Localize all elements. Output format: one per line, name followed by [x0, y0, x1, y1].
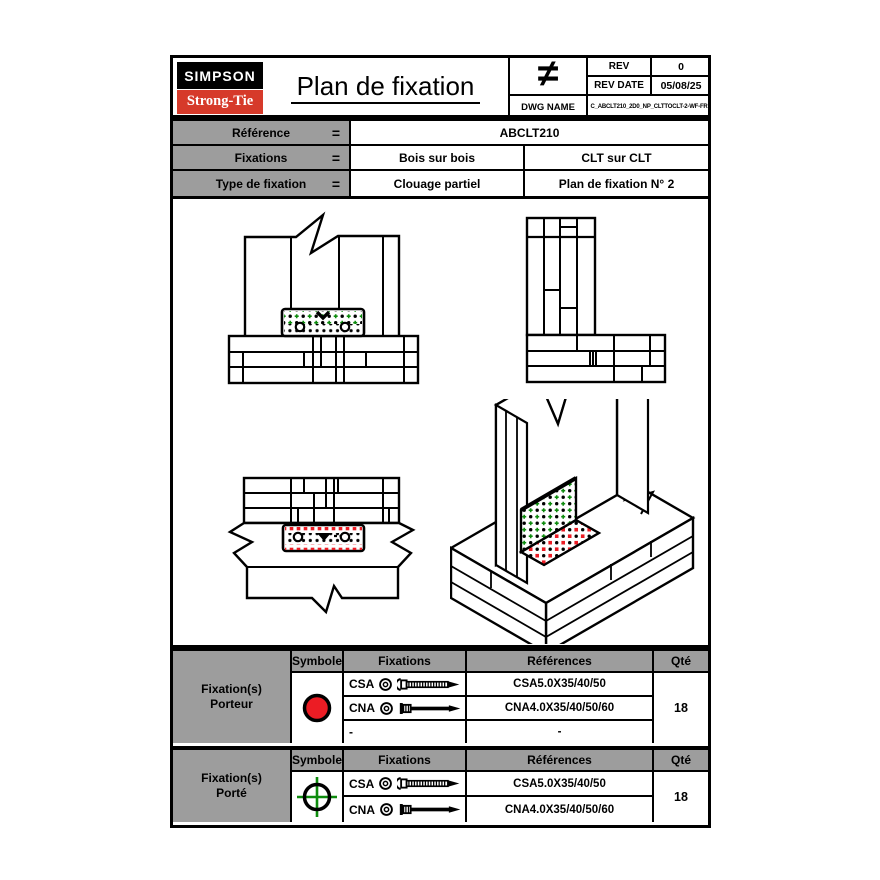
angle-bracket-front	[280, 307, 366, 338]
porte-row-csa-fixation: CSA	[344, 772, 467, 797]
info-row-type: Type de fixation = Clouage partiel Plan …	[173, 171, 708, 196]
reference-label-cell: Référence =	[173, 121, 351, 144]
rev-date-value: 05/08/25	[652, 77, 710, 96]
cna-nail-icon	[399, 804, 461, 815]
equals-sign: =	[331, 149, 340, 166]
simpson-strongtie-logo: SIMPSON Strong-Tie	[177, 61, 263, 114]
revision-block: ≠ REV 0 REV DATE 05/08/25 DWG NAME C_ABC…	[508, 58, 710, 118]
nail-head-icon	[380, 701, 393, 715]
fixations-header: Fixations	[344, 651, 467, 673]
references-header: Références	[467, 750, 654, 772]
nail-head-icon	[380, 803, 393, 816]
reference-value: ABCLT210	[499, 125, 560, 140]
fastener-code: CSA	[349, 776, 375, 791]
drawing-views-area	[173, 196, 708, 648]
porte-qty-value: 18	[674, 790, 688, 804]
logo-simpson-text: SIMPSON	[177, 61, 263, 89]
porte-label-line2: Porté	[216, 786, 247, 800]
floor-panel-outline	[242, 476, 401, 525]
front-view-drawing	[227, 211, 420, 385]
references-header: Références	[467, 651, 654, 673]
porteur-label-line1: Fixation(s)	[201, 682, 262, 696]
title-block-left: SIMPSON Strong-Tie Plan de fixation	[173, 58, 508, 115]
reference-label: Référence	[231, 125, 291, 140]
porteur-row-csa-fixation: CSA	[344, 673, 467, 697]
angle-bracket-bottom	[281, 523, 366, 553]
rev-value: 0	[652, 58, 710, 77]
screw-head-icon	[379, 677, 393, 691]
drawing-sheet: SIMPSON Strong-Tie Plan de fixation ≠ RE…	[170, 55, 711, 828]
type-value-1: Clouage partiel	[351, 171, 525, 196]
dwg-name-value: C_ABCLT210_2D0_NP_CLTTOCLT-2-WF-FR	[590, 104, 708, 110]
porte-symbol-cell	[292, 772, 344, 822]
red-circle-symbol-icon	[302, 693, 332, 723]
info-row-fixations: Fixations = Bois sur bois CLT sur CLT	[173, 146, 708, 171]
porteur-label-cell: Fixation(s) Porteur	[173, 651, 292, 743]
fixations-header: Fixations	[344, 750, 467, 772]
fastener-code: CSA	[349, 677, 375, 691]
title-wrap: Plan de fixation	[263, 71, 508, 104]
isometric-view-drawing	[450, 399, 696, 644]
page-title: Plan de fixation	[290, 71, 481, 104]
bracket-chevron-mark	[315, 310, 331, 321]
bracket-hole	[339, 531, 351, 543]
porte-row-csa-reference: CSA5.0X35/40/50	[467, 772, 654, 797]
not-equal-logo-icon: ≠	[510, 58, 588, 96]
crosshair-circle-symbol-icon	[297, 777, 337, 817]
fastener-code: CNA	[349, 701, 375, 715]
bracket-hole	[294, 321, 306, 333]
bottom-view-drawing	[227, 476, 416, 615]
cna-nail-icon	[399, 702, 461, 714]
fastener-code: CNA	[349, 802, 375, 817]
qty-header: Qté	[654, 651, 708, 673]
type-label: Type de fixation	[215, 176, 307, 191]
side-section-drawing	[525, 216, 667, 384]
type-value-2: Plan de fixation N° 2	[558, 176, 675, 191]
porteur-row-3-fixation: -	[344, 721, 467, 743]
fixations-label-cell: Fixations =	[173, 146, 351, 169]
logo-strongtie-text: Strong-Tie	[177, 89, 263, 114]
porte-label-line1: Fixation(s)	[201, 771, 262, 785]
porteur-symbol-cell	[292, 673, 344, 743]
porte-fixation-table: Fixation(s) Porté Symbole Fixations Réfé…	[173, 746, 708, 825]
wall-panel-outline	[243, 211, 401, 336]
bracket-hole	[292, 531, 304, 543]
porte-row-cna-fixation: CNA	[344, 797, 467, 822]
symbole-header: Symbole	[292, 651, 344, 673]
rev-label: REV	[588, 58, 652, 77]
dwg-name-label: DWG NAME	[510, 96, 588, 118]
porteur-row-cna-fixation: CNA	[344, 697, 467, 721]
porteur-row-csa-reference: CSA5.0X35/40/50	[467, 673, 654, 697]
floor-panel-outline	[227, 334, 420, 385]
csa-screw-icon	[397, 777, 460, 790]
porteur-qty-value: 18	[674, 701, 688, 715]
fixations-label: Fixations	[234, 150, 288, 165]
csa-screw-icon	[397, 677, 460, 691]
porte-row-cna-reference: CNA4.0X35/40/50/60	[467, 797, 654, 822]
iso-angle-bracket	[518, 476, 602, 567]
porte-label-cell: Fixation(s) Porté	[173, 750, 292, 822]
equals-sign: =	[331, 175, 340, 192]
info-table: Référence = ABCLT210 Fixations = Bois su…	[173, 118, 708, 196]
symbole-header: Symbole	[292, 750, 344, 772]
equals-sign: =	[331, 124, 340, 141]
title-block: SIMPSON Strong-Tie Plan de fixation ≠ RE…	[173, 58, 710, 118]
rev-date-label: REV DATE	[588, 77, 652, 96]
bracket-triangle-mark	[317, 533, 331, 541]
porteur-row-cna-reference: CNA4.0X35/40/50/60	[467, 697, 654, 721]
type-label-cell: Type de fixation =	[173, 171, 351, 196]
bracket-hole	[339, 321, 351, 333]
info-row-reference: Référence = ABCLT210	[173, 121, 708, 146]
porteur-fixation-table: Fixation(s) Porteur Symbole Fixations Ré…	[173, 648, 708, 746]
fixations-value-1: Bois sur bois	[351, 146, 525, 169]
qty-header: Qté	[654, 750, 708, 772]
screw-head-icon	[379, 777, 393, 790]
porteur-row-3-reference: -	[467, 721, 654, 743]
fixations-value-2: CLT sur CLT	[581, 150, 652, 165]
porteur-label-line2: Porteur	[210, 697, 253, 711]
